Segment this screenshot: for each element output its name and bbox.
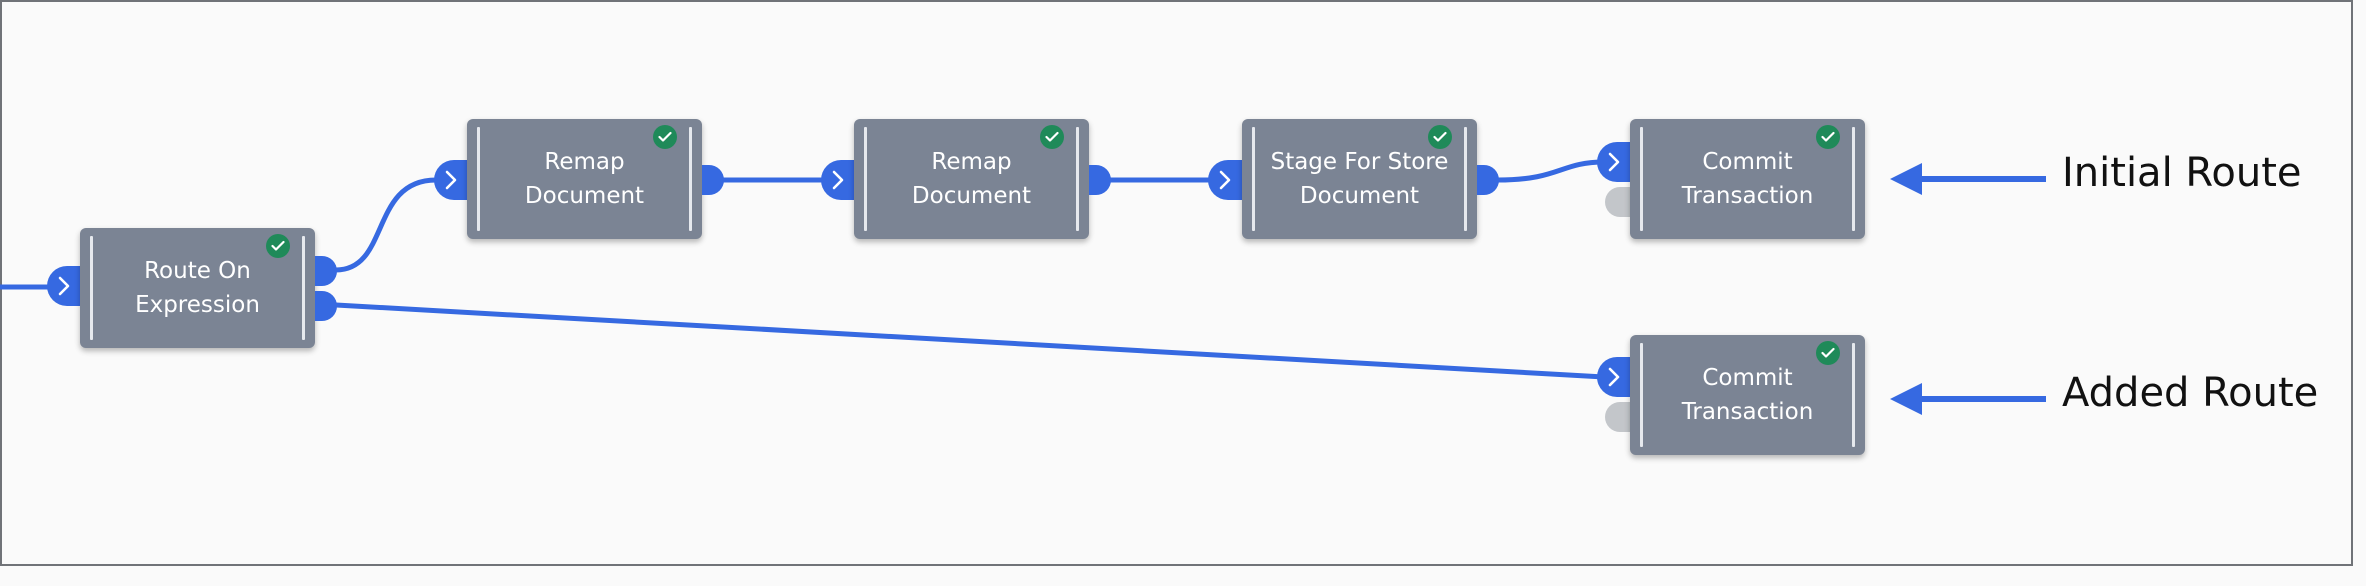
snap-edge <box>1076 127 1079 231</box>
output-port[interactable] <box>315 291 337 321</box>
input-port[interactable] <box>47 266 81 306</box>
chevron-right-icon <box>1608 367 1620 387</box>
snap-commit-transaction[interactable]: Commit Transaction <box>1630 119 1865 239</box>
check-circle-icon <box>266 234 290 258</box>
added-route-label: Added Route <box>2062 370 2319 416</box>
snap-label: Commit Transaction <box>1681 365 1814 425</box>
snap-edge <box>864 127 867 231</box>
chevron-right-icon <box>58 276 70 296</box>
chevron-right-icon <box>445 170 457 190</box>
check-circle-icon <box>1428 125 1452 149</box>
initial-route-label: Initial Route <box>2062 150 2302 196</box>
snap-label: Remap Document <box>524 149 645 209</box>
snap-label: Route On Expression <box>135 258 260 318</box>
error-port[interactable] <box>1605 187 1631 217</box>
snap-edge <box>1852 127 1855 231</box>
snap-label: Stage For Store Document <box>1270 149 1449 209</box>
input-port[interactable] <box>821 160 855 200</box>
snap-commit-transaction[interactable]: Commit Transaction <box>1630 335 1865 455</box>
snap-edge <box>90 236 93 340</box>
snap-remap-document[interactable]: Remap Document <box>467 119 702 239</box>
chevron-right-icon <box>832 170 844 190</box>
input-port[interactable] <box>1597 357 1631 397</box>
snap-edge <box>1640 127 1643 231</box>
input-port[interactable] <box>434 160 468 200</box>
snap-route-on-expression[interactable]: Route On Expression <box>80 228 315 348</box>
snap-edge <box>1852 343 1855 447</box>
snap-label: Commit Transaction <box>1681 149 1814 209</box>
error-port[interactable] <box>1605 402 1631 432</box>
snap-edge <box>1640 343 1643 447</box>
chevron-right-icon <box>1608 152 1620 172</box>
check-circle-icon <box>1816 341 1840 365</box>
snap-remap-document[interactable]: Remap Document <box>854 119 1089 239</box>
check-circle-icon <box>1816 125 1840 149</box>
output-port[interactable] <box>702 165 724 195</box>
snap-edge <box>1252 127 1255 231</box>
output-port[interactable] <box>315 256 337 286</box>
output-port[interactable] <box>1477 165 1499 195</box>
chevron-right-icon <box>1219 170 1231 190</box>
snap-edge <box>689 127 692 231</box>
input-port[interactable] <box>1597 142 1631 182</box>
snap-stage-for-store-document[interactable]: Stage For Store Document <box>1242 119 1477 239</box>
check-circle-icon <box>653 125 677 149</box>
pipeline-canvas[interactable] <box>0 0 2353 566</box>
input-port[interactable] <box>1208 160 1242 200</box>
output-port[interactable] <box>1089 165 1111 195</box>
snap-edge <box>477 127 480 231</box>
check-circle-icon <box>1040 125 1064 149</box>
snap-edge <box>302 236 305 340</box>
snap-edge <box>1464 127 1467 231</box>
snap-label: Remap Document <box>911 149 1032 209</box>
